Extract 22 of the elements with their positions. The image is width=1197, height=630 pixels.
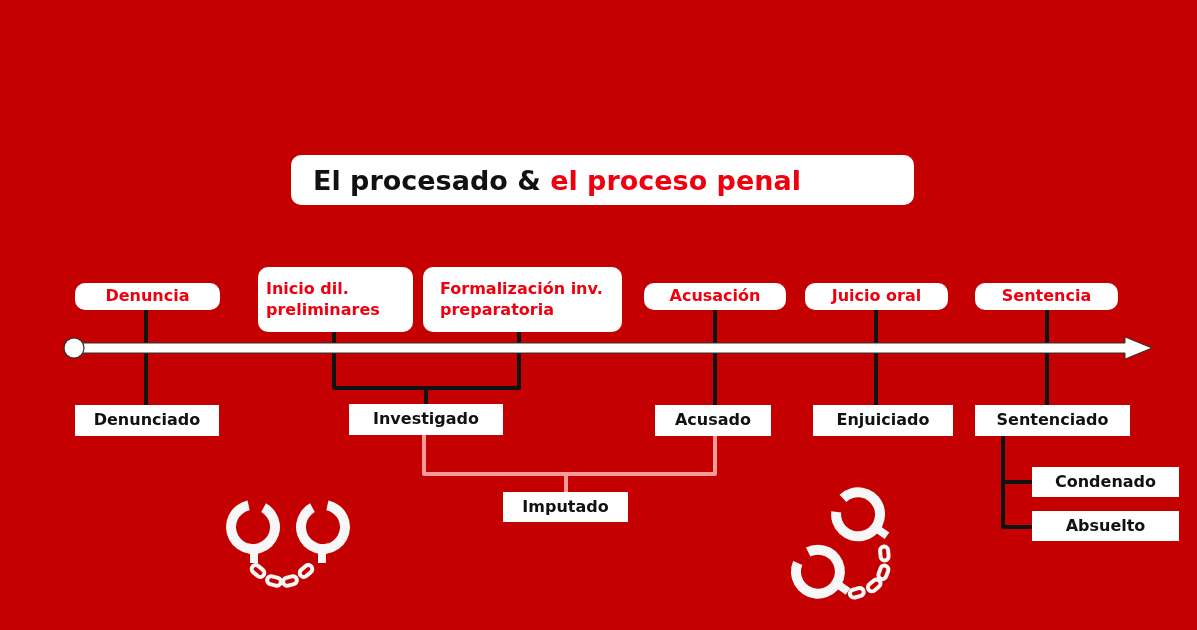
stage-box: Denuncia bbox=[75, 283, 220, 310]
stage-box: Acusación bbox=[644, 283, 786, 310]
connector-line bbox=[1045, 310, 1049, 405]
connector-line bbox=[713, 310, 717, 405]
stage-box: Formalización inv. preparatoria bbox=[423, 267, 622, 332]
role-label: Condenado bbox=[1032, 467, 1179, 497]
connector-line bbox=[424, 332, 521, 404]
role-label: Denunciado bbox=[75, 405, 219, 436]
connector-line bbox=[874, 310, 878, 405]
role-label: Sentenciado bbox=[975, 405, 1130, 436]
title: El procesado & el proceso penal bbox=[291, 155, 914, 205]
stage-box: Inicio dil. preliminares bbox=[258, 267, 413, 332]
connector-line bbox=[1001, 436, 1032, 529]
role-label: Absuelto bbox=[1032, 511, 1179, 541]
role-label: Investigado bbox=[349, 404, 503, 435]
stage-box: Sentencia bbox=[975, 283, 1118, 310]
connector-line bbox=[144, 310, 148, 405]
role-label: Acusado bbox=[655, 405, 771, 436]
role-label: Imputado bbox=[503, 492, 628, 522]
stage-box: Juicio oral bbox=[805, 283, 948, 310]
role-label: Enjuiciado bbox=[813, 405, 953, 436]
connector-line bbox=[564, 436, 717, 492]
